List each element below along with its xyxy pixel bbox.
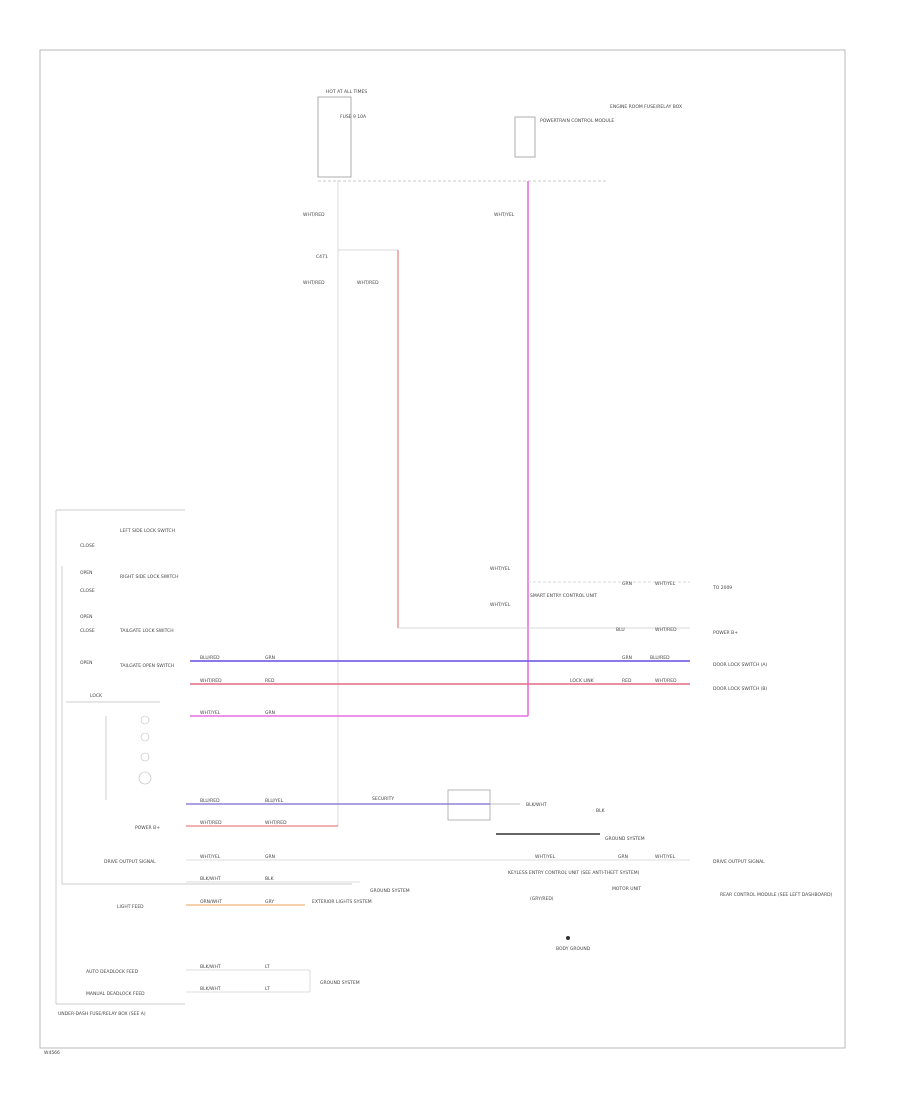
svg-text:ENGINE ROOM FUSE/RELAY BOX: ENGINE ROOM FUSE/RELAY BOX	[610, 104, 682, 110]
wire-label-wht-yel: WHT/YEL	[494, 212, 515, 218]
svg-text:WHT/YEL: WHT/YEL	[200, 710, 221, 716]
svg-text:SECURITY: SECURITY	[372, 796, 394, 802]
svg-text:WHT/YEL: WHT/YEL	[655, 854, 676, 860]
svg-text:BLK/WHT: BLK/WHT	[200, 986, 221, 992]
svg-text:BLK/WHT: BLK/WHT	[526, 802, 547, 808]
svg-text:RED: RED	[265, 678, 275, 684]
svg-text:SMART ENTRY CONTROL UNIT: SMART ENTRY CONTROL UNIT	[530, 593, 597, 599]
svg-text:DRIVE OUTPUT SIGNAL: DRIVE OUTPUT SIGNAL	[104, 859, 156, 865]
svg-text:LT: LT	[265, 986, 270, 992]
svg-text:WHT/YEL: WHT/YEL	[490, 602, 511, 608]
svg-text:BLU/YEL: BLU/YEL	[265, 798, 284, 804]
svg-text:HOT AT ALL TIMES: HOT AT ALL TIMES	[326, 89, 367, 95]
svg-text:KEYLESS ENTRY CONTROL UNIT (SE: KEYLESS ENTRY CONTROL UNIT (SEE ANTI-THE…	[508, 870, 640, 876]
diagram-code: W4566	[44, 1050, 60, 1056]
svg-text:RIGHT SIDE LOCK SWITCH: RIGHT SIDE LOCK SWITCH	[120, 574, 178, 580]
svg-text:AUTO DEADLOCK FEED: AUTO DEADLOCK FEED	[86, 969, 139, 975]
lower-section: BLU/RED BLU/YEL SECURITY POWER B+ WHT/RE…	[58, 789, 833, 1017]
splice-label: C471	[316, 254, 328, 260]
svg-text:DOOR LOCK SWITCH (A): DOOR LOCK SWITCH (A)	[713, 662, 767, 668]
left-switch-column: CLOSE LEFT SIDE LOCK SWITCH OPEN CLOSE R…	[55, 509, 352, 1005]
svg-text:WHT/RED: WHT/RED	[200, 820, 222, 826]
svg-text:BLK/WHT: BLK/WHT	[200, 964, 221, 970]
wire-label-wht-red-1: WHT/RED	[303, 212, 325, 218]
svg-text:CLOSE: CLOSE	[80, 588, 95, 594]
svg-text:WHT/RED: WHT/RED	[200, 678, 222, 684]
svg-text:DOOR LOCK SWITCH (B): DOOR LOCK SWITCH (B)	[713, 686, 767, 692]
signal-bus: BLU/RED GRN GRN BLU/RED DOOR LOCK SWITCH…	[190, 655, 767, 717]
svg-text:POWER B+: POWER B+	[713, 630, 738, 636]
smart-entry-control-unit: WHT/YEL WHT/YEL SMART ENTRY CONTROL UNIT…	[398, 566, 738, 636]
svg-text:WHT/RED: WHT/RED	[655, 627, 677, 633]
svg-text:GROUND SYSTEM: GROUND SYSTEM	[320, 980, 360, 986]
svg-text:REAR CONTROL MODULE (SEE LEFT: REAR CONTROL MODULE (SEE LEFT DASHBOARD)	[720, 892, 833, 898]
svg-text:LIGHT FEED: LIGHT FEED	[117, 904, 144, 910]
wire-label-wht-red-2: WHT/RED	[303, 280, 325, 286]
svg-text:ORN/WHT: ORN/WHT	[200, 899, 222, 905]
svg-text:BLU: BLU	[616, 627, 625, 633]
svg-text:WHT/RED: WHT/RED	[655, 678, 677, 684]
svg-text:FUSE 9 10A: FUSE 9 10A	[340, 114, 367, 120]
svg-text:CLOSE: CLOSE	[80, 628, 95, 634]
svg-text:TO 2009: TO 2009	[712, 585, 732, 591]
svg-text:LOCK LINK: LOCK LINK	[570, 678, 595, 684]
svg-text:WHT/YEL: WHT/YEL	[655, 581, 676, 587]
svg-text:GROUND SYSTEM: GROUND SYSTEM	[370, 888, 410, 894]
svg-text:WHT/RED: WHT/RED	[265, 820, 287, 826]
svg-text:POWERTRAIN CONTROL MODULE: POWERTRAIN CONTROL MODULE	[540, 118, 614, 124]
svg-text:POWER B+: POWER B+	[135, 825, 160, 831]
wire-label-wht-red-3: WHT/RED	[357, 280, 379, 286]
svg-text:BODY GROUND: BODY GROUND	[556, 946, 591, 952]
svg-text:OPEN: OPEN	[80, 660, 92, 666]
svg-text:GROUND SYSTEM: GROUND SYSTEM	[605, 836, 645, 842]
svg-text:TAILGATE LOCK SWITCH: TAILGATE LOCK SWITCH	[119, 628, 174, 634]
svg-text:GRN: GRN	[622, 655, 632, 661]
svg-text:DRIVE OUTPUT SIGNAL: DRIVE OUTPUT SIGNAL	[713, 859, 765, 865]
svg-text:GRN: GRN	[265, 854, 275, 860]
svg-text:CLOSE: CLOSE	[80, 543, 95, 549]
svg-text:GRN: GRN	[265, 655, 275, 661]
svg-text:GRN: GRN	[618, 854, 628, 860]
svg-text:BLK: BLK	[265, 876, 275, 882]
svg-text:OPEN: OPEN	[80, 614, 92, 620]
svg-text:LT: LT	[265, 964, 270, 970]
svg-text:BLK: BLK	[596, 808, 606, 814]
svg-text:GRN: GRN	[622, 581, 632, 587]
svg-text:WHT/YEL: WHT/YEL	[490, 566, 511, 572]
svg-text:MOTOR UNIT: MOTOR UNIT	[612, 886, 641, 892]
powertrain-control-module: POWERTRAIN CONTROL MODULE ENGINE ROOM FU…	[514, 104, 682, 158]
svg-text:MANUAL DEADLOCK FEED: MANUAL DEADLOCK FEED	[86, 991, 145, 997]
svg-text:BLU/RED: BLU/RED	[650, 655, 670, 661]
svg-text:EXTERIOR LIGHTS SYSTEM: EXTERIOR LIGHTS SYSTEM	[312, 899, 372, 905]
top-fuse-box: HOT AT ALL TIMES FUSE 9 10A	[317, 89, 367, 178]
svg-text:OPEN: OPEN	[80, 570, 92, 576]
svg-text:(GRY/RED): (GRY/RED)	[530, 896, 554, 902]
svg-text:BLU/RED: BLU/RED	[200, 798, 220, 804]
svg-text:LOCK: LOCK	[90, 693, 103, 699]
svg-text:LEFT SIDE LOCK SWITCH: LEFT SIDE LOCK SWITCH	[120, 528, 175, 534]
diagram-frame	[39, 49, 846, 1049]
svg-text:TAILGATE OPEN SWITCH: TAILGATE OPEN SWITCH	[119, 663, 174, 669]
svg-text:WHT/YEL: WHT/YEL	[200, 854, 221, 860]
svg-text:GRN: GRN	[265, 710, 275, 716]
svg-text:UNDER-DASH FUSE/RELAY BOX (SEE: UNDER-DASH FUSE/RELAY BOX (SEE A)	[58, 1011, 146, 1017]
svg-text:GRY: GRY	[265, 899, 274, 905]
svg-text:BLU/RED: BLU/RED	[200, 655, 220, 661]
svg-text:WHT/YEL: WHT/YEL	[535, 854, 556, 860]
svg-text:RED: RED	[622, 678, 632, 684]
svg-text:BLK/WHT: BLK/WHT	[200, 876, 221, 882]
